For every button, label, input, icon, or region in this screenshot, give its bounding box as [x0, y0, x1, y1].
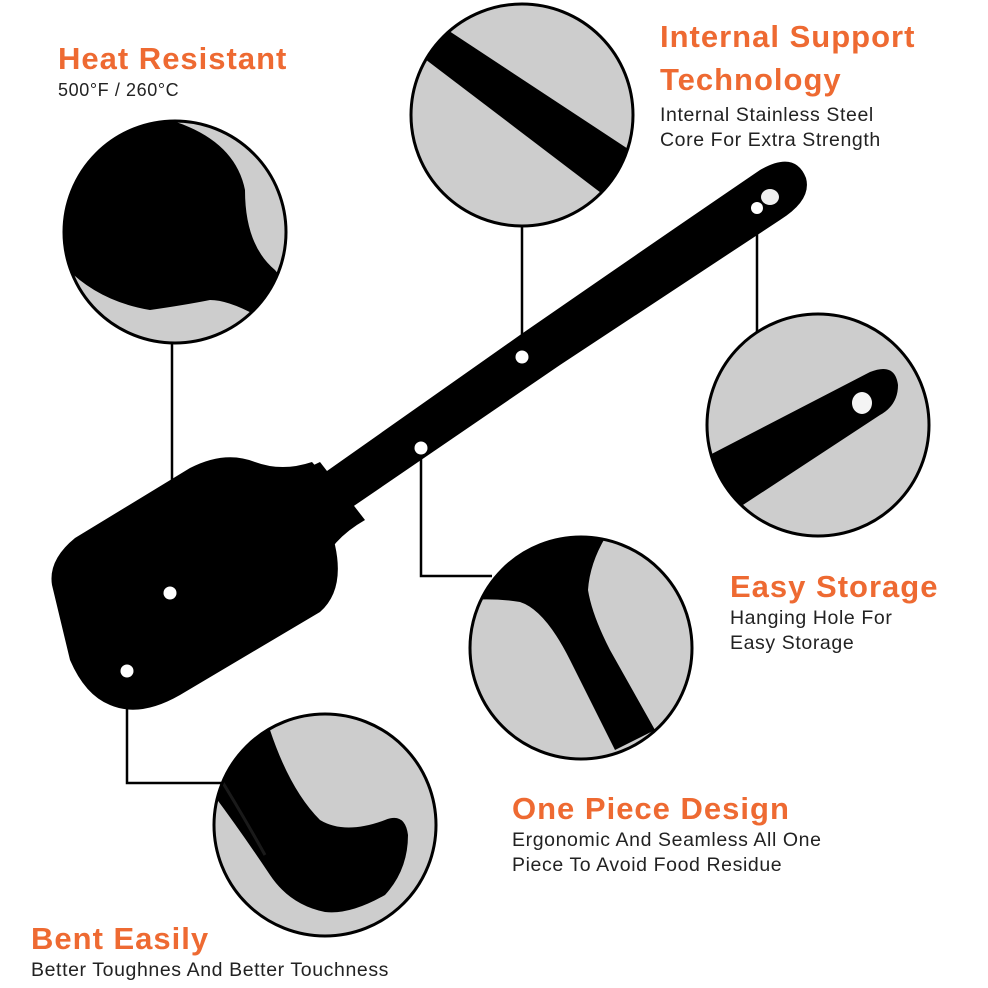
zoom-circle-easy-storage [705, 312, 931, 538]
desc-line: Core For Extra Strength [660, 129, 881, 151]
spatula [51, 161, 807, 710]
zoom-circle-bent-easily [212, 712, 438, 938]
feature-title: Heat Resistant [58, 41, 288, 76]
feature-description: Hanging Hole For Easy Storage [730, 606, 938, 656]
desc-line: Hanging Hole For [730, 607, 893, 629]
feature-description: Ergonomic And Seamless All One Piece To … [512, 828, 822, 878]
desc-line: Ergonomic And Seamless All One [512, 829, 822, 851]
feature-easy-storage: Easy Storage Hanging Hole For Easy Stora… [730, 570, 938, 656]
desc-line: Easy Storage [730, 632, 855, 654]
zoom-circle-internal-support [409, 2, 635, 228]
feature-heat-resistant: Heat Resistant 500°F / 260°C [58, 42, 287, 103]
zoom-circle-one-piece [468, 535, 694, 761]
feature-title: One Piece Design [512, 791, 790, 826]
feature-description: 500°F / 260°C [58, 78, 287, 103]
feature-internal-support: Internal Support Technology Internal Sta… [660, 20, 915, 153]
feature-title: Bent Easily [31, 921, 210, 956]
zoom-circle-heat-resistant [62, 119, 288, 345]
feature-bent-easily: Bent Easily Better Toughnes And Better T… [31, 922, 389, 983]
desc-line: 500°F / 260°C [58, 80, 180, 100]
feature-description: Better Toughnes And Better Touchness [31, 958, 389, 983]
feature-description: Internal Stainless Steel Core For Extra … [660, 103, 915, 153]
desc-line: Piece To Avoid Food Residue [512, 854, 783, 876]
desc-line: Internal Stainless Steel [660, 104, 874, 126]
desc-line: Better Toughnes And Better Touchness [31, 959, 390, 981]
feature-title-line-1: Internal Support [660, 19, 916, 54]
feature-one-piece-design: One Piece Design Ergonomic And Seamless … [512, 792, 822, 878]
feature-title-line-2: Technology [660, 62, 842, 97]
feature-title: Easy Storage [730, 569, 939, 604]
